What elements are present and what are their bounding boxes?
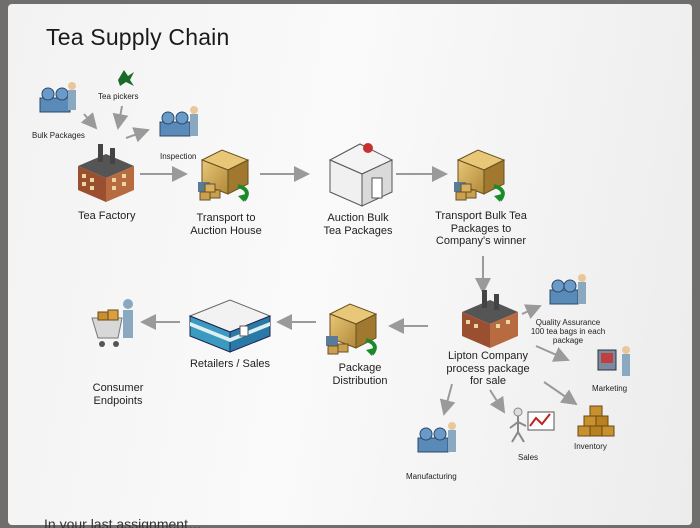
connector-arrows [80, 105, 578, 416]
label-lipton-line3: for sale [469, 375, 507, 388]
label-bulk-packages: Bulk Packages [32, 131, 85, 140]
diagram-canvas [39, 70, 630, 453]
consumer-cart-icon [91, 299, 133, 347]
arrow-lipton-to-inventory [543, 381, 578, 406]
label-retailers: Retailers / Sales [189, 358, 271, 370]
cutoff-footer-text: In your last assignment… [44, 516, 202, 528]
quality-assurance-icon [549, 274, 586, 305]
label-lipton-line1: Lipton Company [447, 350, 529, 362]
slide-screen: Tea Supply Chain [8, 4, 692, 528]
label-package-distribution: Package Distribution [320, 362, 400, 387]
sales-chart-icon [509, 407, 555, 443]
label-quality-assurance: Quality Assurance 100 tea bags in each p… [518, 318, 618, 346]
truck-to-auction-icon [198, 149, 250, 202]
label-consumer-line1: Consumer [92, 382, 144, 394]
label-transport-auction-line2: Auction House [190, 224, 262, 237]
label-transport-bulk-line3: Company's winner [435, 235, 527, 248]
inspection-icon [159, 106, 198, 137]
label-lipton-line2: process package [446, 362, 530, 375]
arrow-lipton-to-manufacturing [439, 383, 456, 416]
arrow-lipton-to-sales [489, 389, 506, 414]
label-qa-line2: 100 tea bags in each [530, 327, 606, 337]
label-qa-line1: Quality Assurance [535, 318, 601, 327]
marketing-icon [597, 346, 630, 376]
label-qa-line3: package [552, 336, 584, 346]
lipton-factory-icon [462, 290, 518, 348]
arrow-factory-to-inspection [125, 127, 150, 143]
manufacturing-icon [417, 422, 456, 453]
tea-factory-icon [78, 144, 134, 202]
label-consumer-line2: Endpoints [93, 394, 143, 407]
label-transport-bulk-line1: Transport Bulk Tea [435, 210, 527, 222]
label-tea-pickers: Tea pickers [98, 92, 139, 101]
arrow-pickers-to-factory [112, 105, 129, 130]
label-manufacturing: Manufacturing [406, 472, 457, 481]
truck-to-winner-icon [454, 149, 506, 202]
slide-title: Tea Supply Chain [46, 24, 230, 50]
label-transport-auction-line1: Transport to [196, 212, 256, 224]
arrow-lipton-to-qa [521, 304, 542, 319]
label-package-dist-line2: Distribution [332, 374, 388, 387]
label-inspection: Inspection [160, 152, 197, 161]
label-tea-factory: Tea Factory [78, 210, 136, 222]
label-sales: Sales [518, 453, 539, 462]
package-distribution-truck-icon [326, 303, 378, 356]
inventory-boxes-icon [577, 405, 615, 437]
arrow-lipton-to-marketing [535, 345, 570, 362]
label-inventory: Inventory [574, 442, 607, 451]
label-auction-line1: Auction Bulk [327, 212, 389, 224]
label-transport-bulk: Transport Bulk Tea Packages to Company's… [426, 210, 536, 248]
auction-house-icon [328, 143, 394, 207]
tea-leaf-icon [118, 70, 134, 86]
label-auction-line2: Tea Packages [323, 224, 393, 237]
label-marketing: Marketing [592, 384, 628, 393]
label-auction: Auction Bulk Tea Packages [316, 212, 400, 237]
label-consumer-endpoints: Consumer Endpoints [78, 382, 158, 407]
label-transport-auction: Transport to Auction House [184, 212, 268, 237]
label-package-dist-line1: Package [338, 362, 382, 374]
retail-store-icon [188, 299, 272, 353]
label-lipton: Lipton Company process package for sale [436, 350, 540, 388]
arrow-bulk-to-factory [80, 112, 98, 130]
label-transport-bulk-line2: Packages to [450, 222, 512, 235]
bulk-packages-icon [39, 82, 76, 113]
